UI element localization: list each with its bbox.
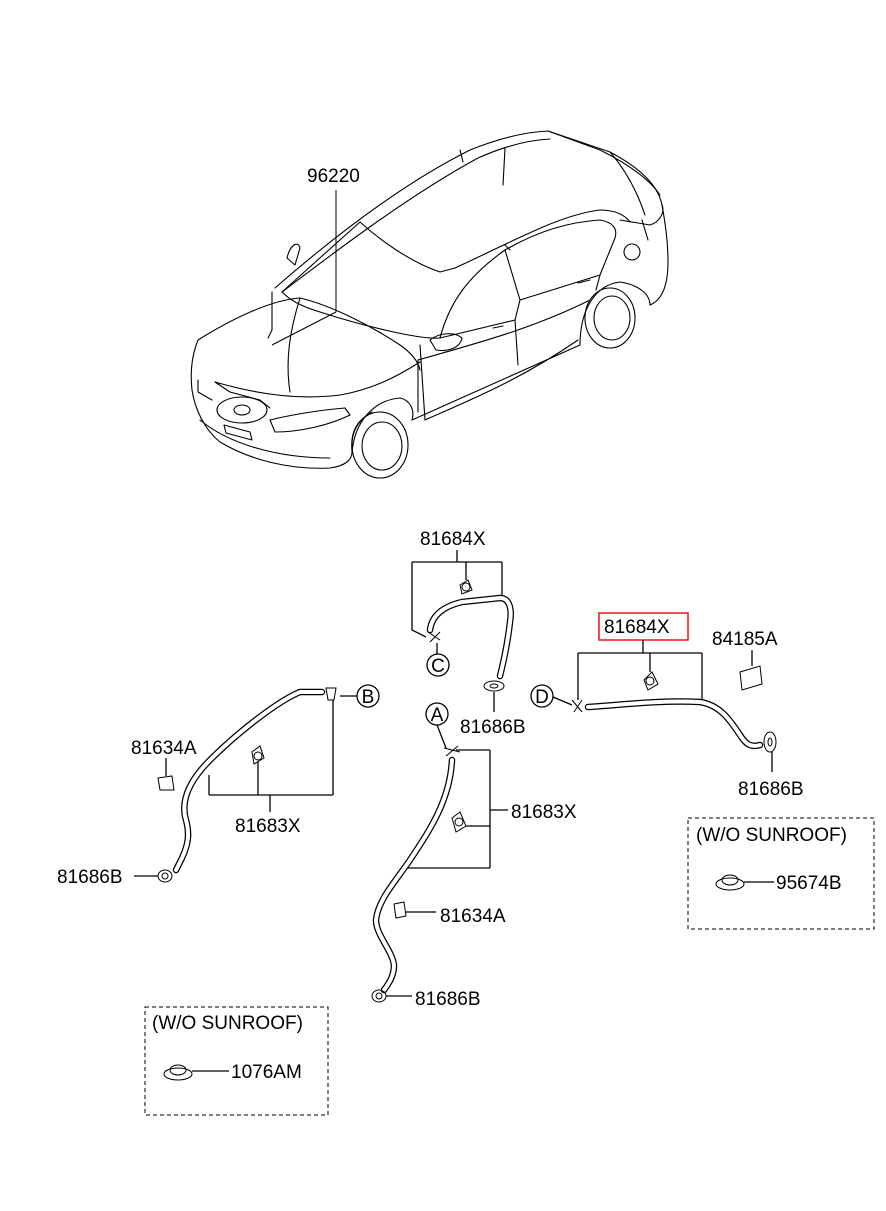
part-81634a-mid-label: 81634A	[440, 906, 506, 927]
wo-sunroof-box-right	[687, 817, 875, 930]
wo-sunroof-box-left	[144, 1006, 329, 1116]
pad-84185a-icon	[739, 665, 763, 691]
callout-c-label: C	[431, 656, 445, 677]
rear-right-drain-hose	[571, 671, 777, 753]
part-96220-label: 96220	[307, 166, 360, 187]
car-illustration	[190, 130, 669, 479]
part-81683x-mid-label: 81683X	[511, 802, 577, 823]
callout-b-label: B	[362, 687, 375, 708]
clip-81634a-left-icon	[157, 775, 175, 791]
part-1076am-label: 1076AM	[231, 1062, 302, 1083]
front-left-drain-hose	[157, 687, 337, 883]
front-right-drain-hose	[426, 579, 514, 692]
wo-sunroof-right-title: (W/O SUNROOF)	[696, 825, 847, 846]
callout-b	[356, 684, 380, 708]
part-81686b-left-label: 81686B	[57, 867, 123, 888]
plug-1076am-icon	[163, 1064, 193, 1081]
wo-sunroof-left-title: (W/O SUNROOF)	[152, 1013, 303, 1034]
part-84185a-label: 84185A	[712, 629, 778, 650]
callout-a-label: A	[431, 705, 444, 726]
part-81634a-left-label: 81634A	[131, 738, 197, 759]
part-81683x-left-label: 81683X	[235, 816, 301, 837]
part-81684x-right-label[interactable]: 81684X	[604, 617, 670, 638]
callout-d	[530, 684, 554, 708]
part-81684x-top-label: 81684X	[420, 529, 486, 550]
callout-c	[426, 653, 450, 677]
part-81686b-top-label: 81686B	[460, 717, 526, 738]
part-95674b-label: 95674B	[776, 873, 842, 894]
plug-95674b-icon	[715, 874, 745, 891]
rear-left-drain-hose	[371, 745, 467, 1003]
callout-d-label: D	[535, 687, 549, 708]
part-81686b-bottom-label: 81686B	[415, 989, 481, 1010]
part-81686b-right-label: 81686B	[738, 779, 804, 800]
